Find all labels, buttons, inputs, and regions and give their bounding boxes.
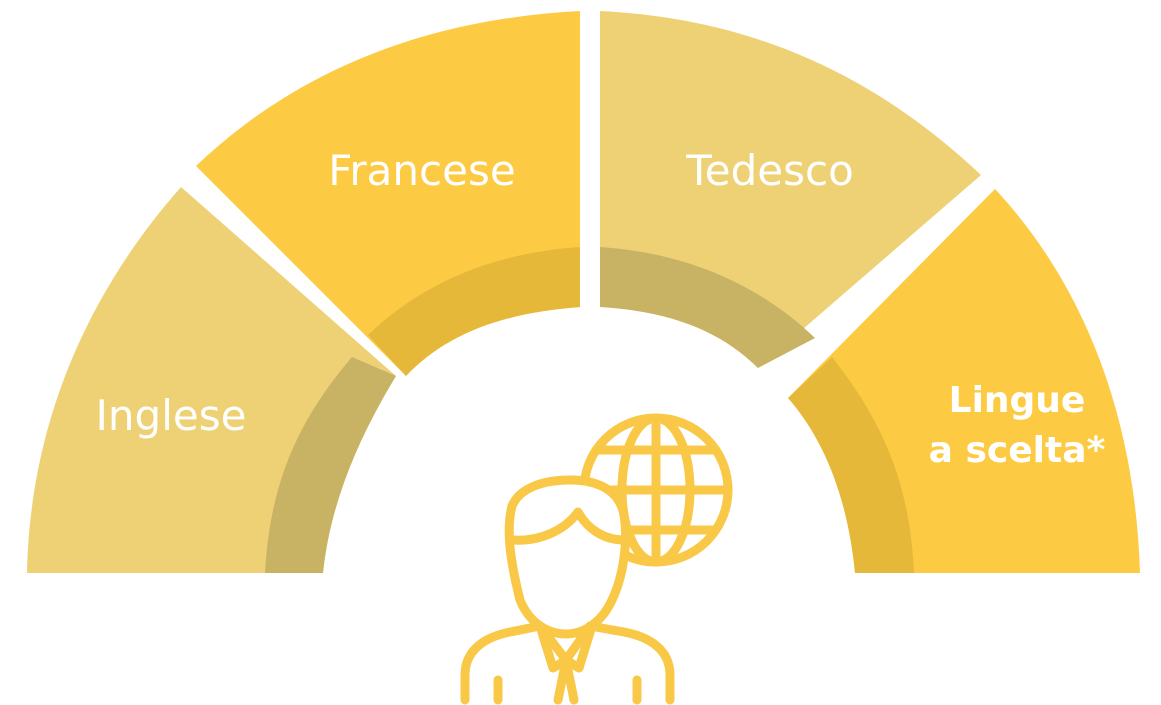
segment-inglese-label: Inglese	[96, 391, 247, 440]
segment-tedesco-label: Tedesco	[685, 146, 854, 195]
person-icon	[460, 475, 675, 705]
segment-francese-label: Francese	[328, 146, 515, 195]
segment-inglese[interactable]: Inglese	[27, 187, 396, 573]
segment-francese-inner	[368, 247, 580, 376]
person-hair	[507, 507, 629, 545]
segment-lingue-a-scelta[interactable]: Lingue a scelta*	[788, 189, 1140, 573]
segment-lingue-inner	[788, 357, 914, 573]
segment-lingue-label-line1: Lingue	[949, 380, 1086, 421]
segment-tedesco-inner	[600, 247, 815, 368]
segment-francese[interactable]: Francese	[196, 11, 580, 376]
segment-lingue-label-line2: a scelta*	[929, 430, 1106, 471]
person-tie	[553, 655, 579, 705]
segment-tedesco[interactable]: Tedesco	[600, 11, 981, 368]
person-head	[504, 475, 630, 639]
segment-inglese-inner	[265, 357, 396, 573]
